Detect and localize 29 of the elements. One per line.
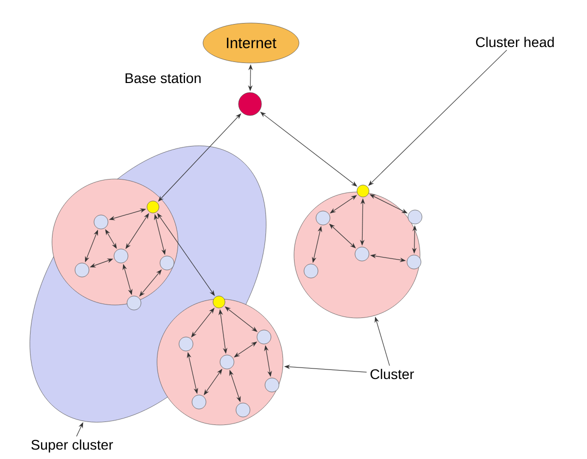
callout-text: Super cluster: [31, 439, 113, 453]
sensor-node: [192, 394, 206, 410]
cluster-circle: [294, 192, 420, 318]
callout-text: Cluster head: [476, 36, 554, 48]
cluster-head-dot: [356, 184, 370, 198]
sensor-node: [178, 336, 194, 352]
sensor-node: [256, 330, 272, 344]
sensor-node: [354, 246, 370, 262]
callout-text: Cluster: [370, 368, 414, 380]
cluster-head-dot: [212, 296, 226, 308]
sensor-node: [160, 256, 174, 270]
sensor-node: [220, 354, 234, 370]
sensor-node: [304, 264, 318, 278]
leader-line: [368, 50, 508, 186]
sensor-node: [114, 248, 128, 264]
sensor-node: [408, 210, 422, 224]
sensor-node: [406, 254, 422, 270]
sensor-node: [74, 262, 90, 278]
sensor-node: [94, 214, 108, 230]
cluster-head-dot: [146, 200, 160, 214]
sensor-node: [316, 210, 330, 226]
label-text: Base station: [126, 72, 201, 84]
cluster-circle: [156, 298, 284, 426]
sensor-node: [236, 402, 250, 418]
cluster-circle: [52, 178, 178, 306]
sensor-node: [264, 378, 280, 392]
arrow: [329, 224, 356, 248]
base-station-dot: [238, 92, 262, 116]
sensor-node: [126, 296, 142, 310]
